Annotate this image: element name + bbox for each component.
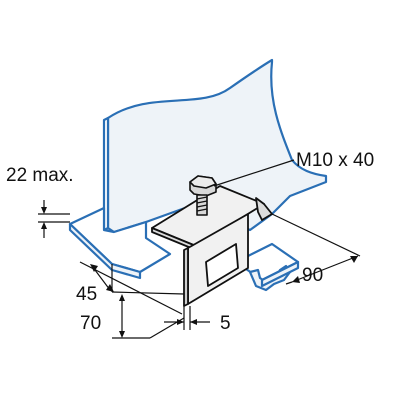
length-90-label: 90	[302, 265, 324, 286]
bolt	[189, 175, 217, 216]
bracket-slot	[205, 243, 239, 287]
dimension-lines	[38, 159, 361, 339]
bolt-head-top	[189, 175, 217, 189]
bracket-front-edge	[183, 247, 189, 307]
depth-45-label: 45	[76, 284, 98, 305]
beam-web	[106, 58, 328, 234]
height-70-label: 70	[80, 313, 102, 334]
flange-thickness-label: 22 max.	[6, 165, 74, 186]
gap-5-label: 5	[220, 313, 231, 334]
strut-channel	[234, 242, 300, 292]
c-bracket	[151, 185, 273, 307]
bolt-label: M10 x 40	[296, 150, 375, 171]
bolt-leader	[213, 159, 295, 187]
bracket-rear-lip	[255, 197, 273, 221]
strut-lip	[260, 260, 300, 288]
beam-section	[68, 58, 328, 280]
beam-web-edge	[102, 116, 110, 232]
